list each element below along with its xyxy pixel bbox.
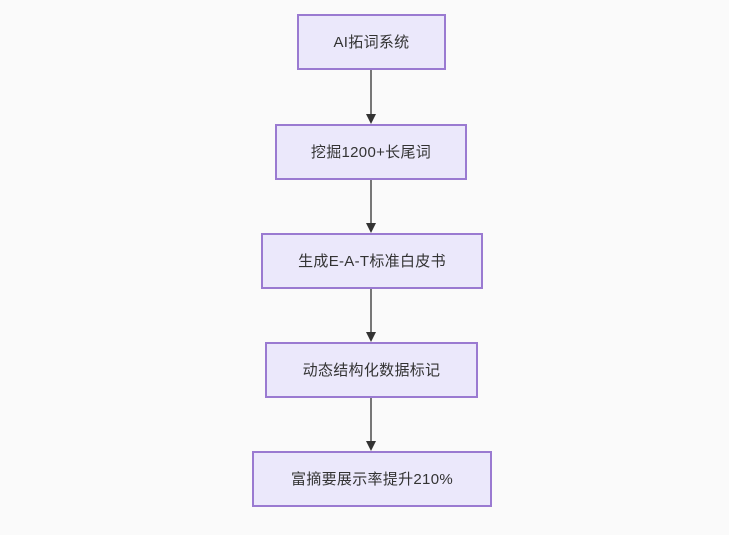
flow-node-generate-eat-whitepaper[interactable]: 生成E-A-T标准白皮书 xyxy=(261,233,483,289)
flow-node-rich-snippet-impression-lift[interactable]: 富摘要展示率提升210% xyxy=(252,451,492,507)
edge-node1-to-node2 xyxy=(361,70,381,124)
flow-node-label: 挖掘1200+长尾词 xyxy=(310,143,432,161)
flow-node-ai-keyword-system[interactable]: AI拓词系统 xyxy=(297,14,446,70)
flow-node-dynamic-structured-data-markup[interactable]: 动态结构化数据标记 xyxy=(265,342,478,398)
edge-node3-to-node4 xyxy=(361,289,381,342)
flow-node-label: 动态结构化数据标记 xyxy=(302,361,441,379)
edge-node4-to-node5 xyxy=(361,398,381,451)
flow-node-label: AI拓词系统 xyxy=(333,33,410,51)
arrow-down-icon xyxy=(366,70,376,124)
flow-node-label: 富摘要展示率提升210% xyxy=(291,470,453,488)
arrow-down-icon xyxy=(366,180,376,233)
flow-node-mine-longtail-keywords[interactable]: 挖掘1200+长尾词 xyxy=(275,124,467,180)
edge-node2-to-node3 xyxy=(361,180,381,233)
arrow-down-icon xyxy=(366,289,376,342)
arrow-down-icon xyxy=(366,398,376,451)
flow-node-label: 生成E-A-T标准白皮书 xyxy=(298,252,446,270)
